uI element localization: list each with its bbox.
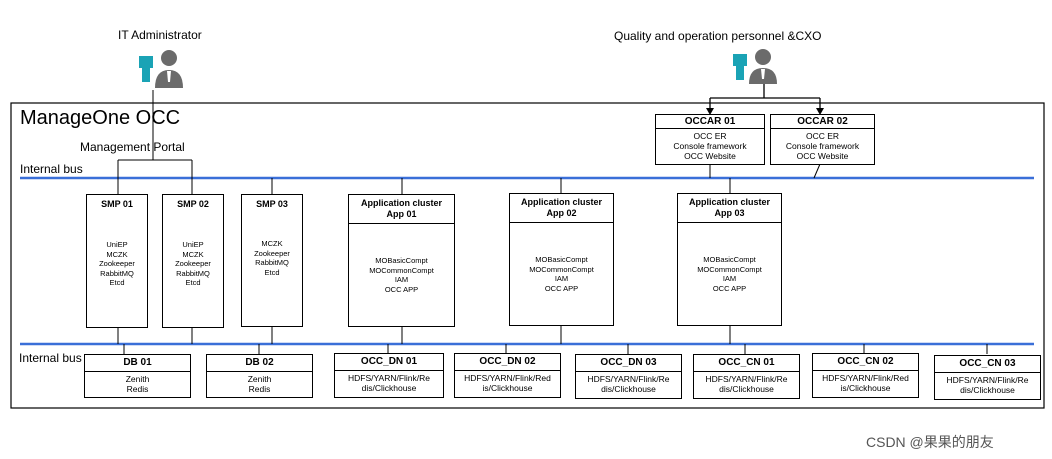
internal-bus-top-label: Internal bus <box>20 162 83 176</box>
occ-cn-03-title: OCC_CN 03 <box>935 356 1040 373</box>
occar-02-title: OCCAR 02 <box>771 115 874 129</box>
smp-01-box: SMP 01 UniEP MCZK Zookeeper RabbitMQ Etc… <box>86 194 148 328</box>
smp-03-box: SMP 03 MCZK Zookeeper RabbitMQ Etcd <box>241 194 303 327</box>
smp-02-components: UniEP MCZK Zookeeper RabbitMQ Etcd <box>175 240 211 287</box>
occ-dn-01-title: OCC_DN 01 <box>335 354 443 371</box>
system-title: ManageOne OCC <box>20 107 181 129</box>
app-03-title: Application cluster App 03 <box>678 194 781 223</box>
occ-dn-03-components: HDFS/YARN/Flink/Re dis/Clickhouse <box>587 374 670 394</box>
occ-cn-03-components: HDFS/YARN/Flink/Re dis/Clickhouse <box>946 375 1029 395</box>
occ-dn-01-components: HDFS/YARN/Flink/Re dis/Clickhouse <box>347 373 431 393</box>
smp-03-components: MCZK Zookeeper RabbitMQ Etcd <box>254 239 290 277</box>
app-03-components: MOBasicCompt MOCommonCompt IAM OCC APP <box>697 255 762 293</box>
occ-cn-02-components: HDFS/YARN/Flink/Red is/Clickhouse <box>822 373 909 393</box>
management-portal-label: Management Portal <box>80 140 185 154</box>
occ-dn-02-box: OCC_DN 02 HDFS/YARN/Flink/Red is/Clickho… <box>454 353 561 398</box>
smp-01-title: SMP 01 <box>101 199 133 209</box>
it-admin-person-icon <box>137 48 183 95</box>
arrow-occar01 <box>706 108 714 115</box>
app-02-components: MOBasicCompt MOCommonCompt IAM OCC APP <box>529 255 594 293</box>
app-01-box: Application cluster App 01 MOBasicCompt … <box>348 194 455 327</box>
smp-01-components: UniEP MCZK Zookeeper RabbitMQ Etcd <box>99 240 135 287</box>
db-01-title: DB 01 <box>85 355 190 372</box>
db-01-box: DB 01 Zenith Redis <box>84 354 191 398</box>
app-01-title: Application cluster App 01 <box>349 195 454 224</box>
occ-cn-01-title: OCC_CN 01 <box>694 355 799 372</box>
smp-02-title: SMP 02 <box>177 199 209 209</box>
occ-cn-03-box: OCC_CN 03 HDFS/YARN/Flink/Re dis/Clickho… <box>934 355 1041 400</box>
occar-02-box: OCCAR 02 OCC ER Console framework OCC We… <box>770 114 875 165</box>
db-02-box: DB 02 Zenith Redis <box>206 354 313 398</box>
quality-cxo-label: Quality and operation personnel &CXO <box>614 29 822 43</box>
occ-dn-02-components: HDFS/YARN/Flink/Red is/Clickhouse <box>464 373 551 393</box>
system-frame <box>10 102 1045 409</box>
app-02-box: Application cluster App 02 MOBasicCompt … <box>509 193 614 326</box>
app-01-components: MOBasicCompt MOCommonCompt IAM OCC APP <box>369 256 434 294</box>
occar-02-components: OCC ER Console framework OCC Website <box>785 131 860 161</box>
db-02-title: DB 02 <box>207 355 312 372</box>
it-admin-label: IT Administrator <box>118 28 202 42</box>
app-03-box: Application cluster App 03 MOBasicCompt … <box>677 193 782 326</box>
internal-bus-bottom-label: Internal bus <box>19 351 82 365</box>
occar-01-components: OCC ER Console framework OCC Website <box>673 131 747 161</box>
occ-dn-01-box: OCC_DN 01 HDFS/YARN/Flink/Re dis/Clickho… <box>334 353 444 398</box>
occ-dn-03-box: OCC_DN 03 HDFS/YARN/Flink/Re dis/Clickho… <box>575 354 682 399</box>
smp-02-box: SMP 02 UniEP MCZK Zookeeper RabbitMQ Etc… <box>162 194 224 328</box>
app-02-title: Application cluster App 02 <box>510 194 613 223</box>
occar-01-title: OCCAR 01 <box>656 115 764 129</box>
occar-01-box: OCCAR 01 OCC ER Console framework OCC We… <box>655 114 765 165</box>
occ-dn-02-title: OCC_DN 02 <box>455 354 560 371</box>
occar02-bus-link <box>813 163 821 179</box>
watermark: CSDN @果果的朋友 <box>866 434 994 450</box>
occ-cn-02-box: OCC_CN 02 HDFS/YARN/Flink/Red is/Clickho… <box>812 353 919 398</box>
smp-03-title: SMP 03 <box>256 199 288 209</box>
occ-dn-03-title: OCC_DN 03 <box>576 355 681 372</box>
arrow-occar02 <box>816 108 824 115</box>
db-01-components: Zenith Redis <box>125 374 150 394</box>
db-02-components: Zenith Redis <box>247 374 272 394</box>
occ-cn-01-box: OCC_CN 01 HDFS/YARN/Flink/Re dis/Clickho… <box>693 354 800 399</box>
quality-cxo-person-icon <box>731 48 777 91</box>
occ-cn-01-components: HDFS/YARN/Flink/Re dis/Clickhouse <box>705 374 788 394</box>
occ-cn-02-title: OCC_CN 02 <box>813 354 918 371</box>
